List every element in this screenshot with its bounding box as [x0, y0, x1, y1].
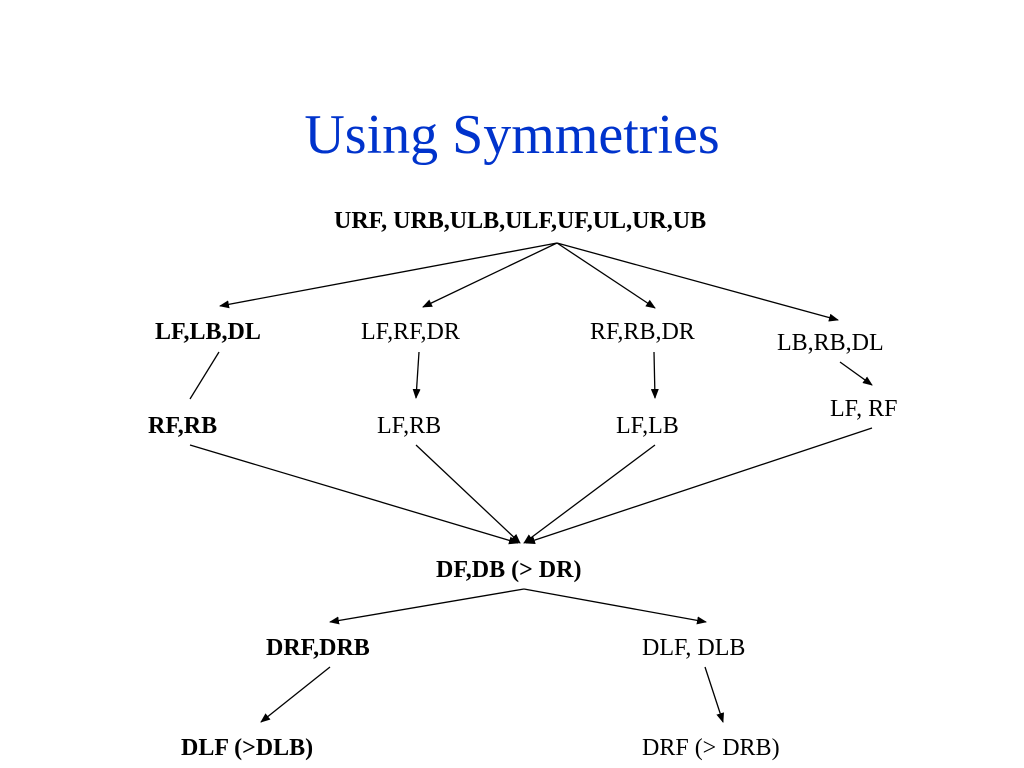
edge-l1-2-to-l2-2: [412, 351, 421, 399]
edge-l1-3-to-l2-3: [650, 351, 659, 399]
node-level1-3: RF,RB,DR: [590, 319, 695, 345]
node-level2-3: LF,LB: [616, 413, 679, 439]
node-level4-2: DLF, DLB: [642, 635, 746, 661]
edge-l1-4-to-l2-4: [839, 361, 873, 386]
node-level2-4: LF, RF: [830, 396, 898, 422]
slide-title: Using Symmetries: [304, 104, 720, 166]
edge-l2-3-to-mid: [523, 444, 656, 544]
edge-root-to-l1-2: [422, 242, 558, 308]
edge-l2-1-to-mid: [189, 444, 519, 545]
node-level1-2: LF,RF,DR: [361, 319, 460, 345]
node-root: URF, URB,ULB,ULF,UF,UL,UR,UB: [334, 208, 707, 234]
node-level1-4: LB,RB,DL: [777, 330, 884, 356]
node-level2-2: LF,RB: [377, 413, 442, 439]
edge-l4-2-to-l5-2: [704, 666, 725, 723]
node-level5-1: DLF (>DLB): [181, 735, 314, 761]
edge-l4-1-to-l5-1: [260, 666, 331, 723]
node-level2-1: RF,RB: [148, 413, 218, 439]
edge-mid-to-l4-2: [523, 588, 707, 625]
node-level1-1: LF,LB,DL: [155, 319, 261, 345]
edge-root-to-l1-3: [556, 242, 656, 309]
edge-l1-1-to-l2-1: [189, 351, 220, 400]
edge-l2-2-to-mid: [415, 444, 521, 544]
edge-mid-to-l4-1: [329, 588, 525, 625]
node-middle: DF,DB (> DR): [436, 557, 582, 583]
edge-root-to-l1-4: [556, 242, 839, 322]
edge-root-to-l1-1: [219, 242, 558, 309]
edge-l2-4-to-mid: [525, 427, 873, 544]
node-level5-2: DRF (> DRB): [642, 735, 780, 761]
node-level4-1: DRF,DRB: [266, 635, 370, 661]
